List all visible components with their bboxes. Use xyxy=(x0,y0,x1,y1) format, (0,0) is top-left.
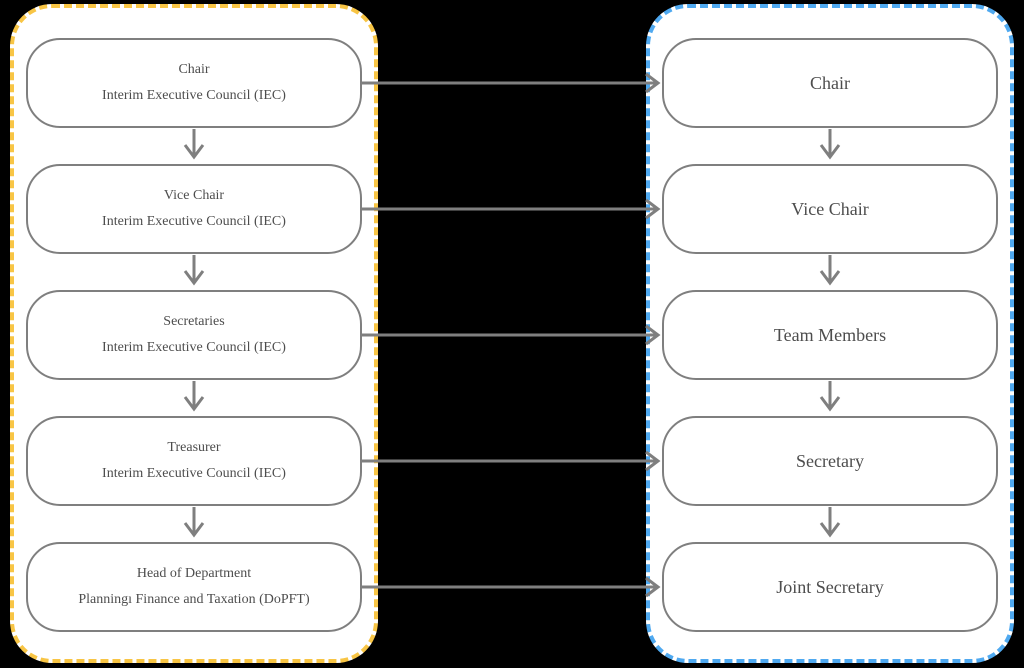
down-arrow-icon xyxy=(818,128,842,164)
node-title: Secretaries xyxy=(163,314,225,329)
node-subtitle: Planningı Finance and Taxation (DoPFT) xyxy=(78,592,310,607)
right-group-panel: Chair Vice Chair Team Members Secretary … xyxy=(646,4,1014,663)
node-head-dopft: Head of Department Planningı Finance and… xyxy=(26,542,362,632)
down-arrow-icon xyxy=(182,128,206,164)
node-title: Head of Department xyxy=(136,566,252,581)
down-arrow-icon xyxy=(182,254,206,290)
right-arrow-icon xyxy=(358,576,666,598)
node-subtitle: Interim Executive Council (IEC) xyxy=(102,214,286,229)
node-vice-chair-iec: Vice Chair Interim Executive Council (IE… xyxy=(26,164,362,254)
node-secretary: Secretary xyxy=(662,416,998,506)
node-subtitle: Interim Executive Council (IEC) xyxy=(102,466,286,481)
node-title: Treasurer xyxy=(167,440,221,455)
down-arrow-icon xyxy=(182,380,206,416)
down-arrow-icon xyxy=(818,380,842,416)
node-title: Chair xyxy=(810,73,850,93)
left-group-panel: Chair Interim Executive Council (IEC) Vi… xyxy=(10,4,378,663)
right-arrow-icon xyxy=(358,450,666,472)
right-arrow-icon xyxy=(358,198,666,220)
down-arrow-icon xyxy=(818,254,842,290)
node-subtitle: Interim Executive Council (IEC) xyxy=(102,88,286,103)
node-title: Vice Chair xyxy=(791,199,869,219)
node-team-members: Team Members xyxy=(662,290,998,380)
right-arrow-icon xyxy=(358,324,666,346)
node-title: Chair xyxy=(178,62,210,77)
node-joint-secretary: Joint Secretary xyxy=(662,542,998,632)
node-subtitle: Interim Executive Council (IEC) xyxy=(102,340,286,355)
down-arrow-icon xyxy=(182,506,206,542)
down-arrow-icon xyxy=(818,506,842,542)
node-title: Secretary xyxy=(796,451,864,471)
node-chair: Chair xyxy=(662,38,998,128)
node-chair-iec: Chair Interim Executive Council (IEC) xyxy=(26,38,362,128)
node-title: Team Members xyxy=(773,325,887,345)
node-vice-chair: Vice Chair xyxy=(662,164,998,254)
node-treasurer-iec: Treasurer Interim Executive Council (IEC… xyxy=(26,416,362,506)
right-arrow-icon xyxy=(358,72,666,94)
node-title: Vice Chair xyxy=(163,188,225,203)
node-title: Joint Secretary xyxy=(776,577,884,597)
node-secretaries-iec: Secretaries Interim Executive Council (I… xyxy=(26,290,362,380)
